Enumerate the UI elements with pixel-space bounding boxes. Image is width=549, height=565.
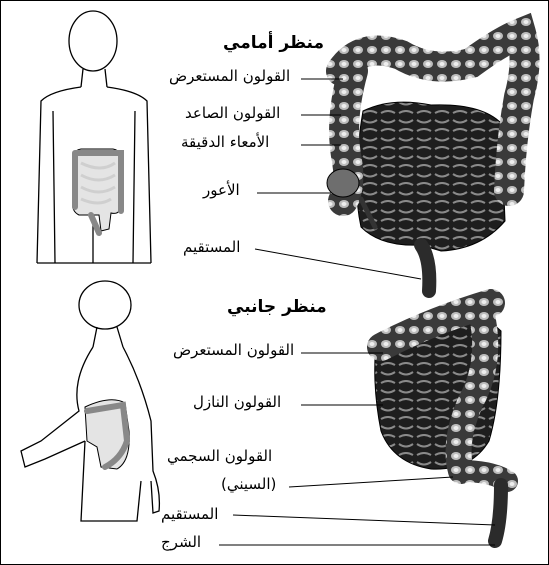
front-label-cecum: الأعور <box>203 181 240 199</box>
front-view-title: منظر أمامي <box>223 33 324 53</box>
front-colon-illustration <box>327 33 525 291</box>
side-label-transverse-colon: القولون المستعرض <box>173 341 294 359</box>
side-colon-illustration <box>375 303 507 541</box>
side-label-anus: الشرج <box>161 533 201 551</box>
front-body-colon <box>73 149 122 233</box>
side-label-sigmoid-colon-alt: (السيني) <box>221 475 276 493</box>
front-label-ascending-colon: القولون الصاعد <box>185 104 280 122</box>
side-label-descending-colon: القولون النازل <box>193 393 281 411</box>
side-label-rectum: المستقيم <box>161 505 218 523</box>
side-body-outline <box>21 281 159 521</box>
side-body-colon <box>85 400 129 469</box>
side-view-title: منظر جانبي <box>227 297 327 317</box>
front-label-small-intestine: الأمعاء الدقيقة <box>181 133 269 151</box>
front-label-transverse-colon: القولون المستعرض <box>169 67 290 85</box>
side-label-sigmoid-colon: القولون السجمي <box>167 447 272 465</box>
front-label-rectum: المستقيم <box>183 238 240 256</box>
